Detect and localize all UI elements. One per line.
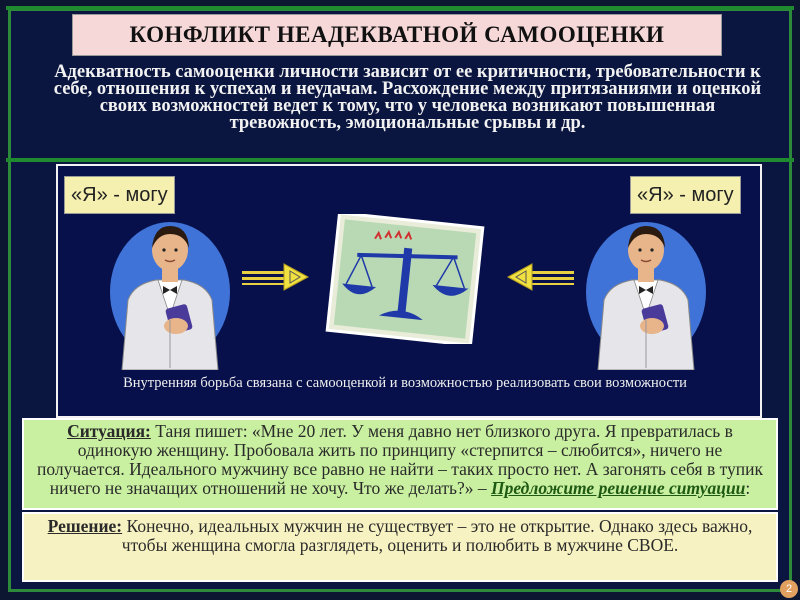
- arrow-left-icon: [506, 263, 574, 291]
- page-number: 2: [780, 580, 798, 598]
- title-box: КОНФЛИКТ НЕАДЕКВАТНОЙ САМООЦЕНКИ: [72, 14, 722, 56]
- top-border-line: [6, 6, 794, 10]
- right-label: «Я» - могу: [630, 176, 741, 214]
- situation-box: Ситуация: Таня пишет: «Мне 20 лет. У мен…: [22, 418, 778, 510]
- solution-text: Конечно, идеальных мужчин не существует …: [121, 516, 753, 555]
- scales-icon: [325, 214, 485, 344]
- man-figure-icon: [597, 226, 695, 370]
- solution-heading: Решение:: [47, 516, 123, 536]
- page-title: КОНФЛИКТ НЕАДЕКВАТНОЙ САМООЦЕНКИ: [129, 22, 665, 47]
- intro-text: Адекватность самооценки личности зависит…: [53, 62, 762, 133]
- divider-line: [6, 158, 794, 162]
- illustration-caption: Внутренняя борьба связана с самооценкой …: [123, 375, 687, 391]
- situation-task: Предложите решение ситуации: [490, 478, 746, 498]
- solution-box: Решение: Конечно, идеальных мужчин не су…: [22, 512, 778, 582]
- man-figure-icon: [121, 226, 219, 370]
- arrow-right-icon: [242, 263, 310, 291]
- situation-text: Таня пишет: «Мне 20 лет. У меня давно не…: [37, 421, 763, 498]
- situation-heading: Ситуация:: [67, 421, 151, 441]
- left-label: «Я» - могу: [64, 176, 175, 214]
- situation-colon: :: [745, 478, 751, 498]
